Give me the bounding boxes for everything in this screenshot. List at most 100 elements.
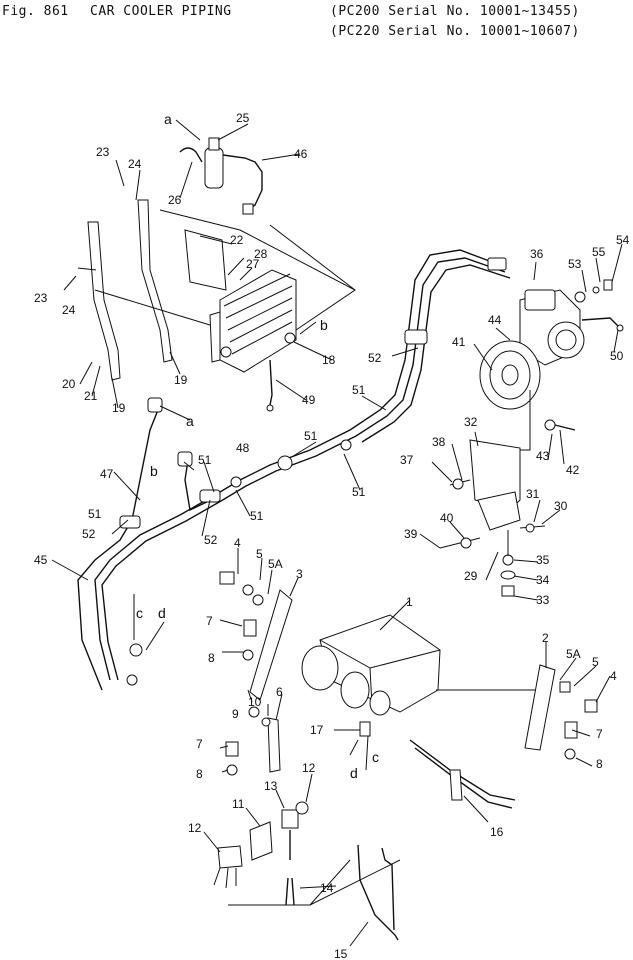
callout-47: 47 — [100, 467, 114, 481]
callout-24-upper: 24 — [128, 157, 142, 171]
evaporator-unit — [301, 614, 535, 737]
mounting-brackets-left — [219, 571, 293, 776]
callout-50: 50 — [610, 349, 624, 363]
bracket-19 — [87, 199, 227, 381]
connection-c-hose: c — [136, 605, 143, 621]
callout-5-left: 5 — [256, 547, 263, 561]
connection-a-top: a — [164, 111, 172, 127]
callout-52-c: 52 — [82, 527, 96, 541]
callout-9: 9 — [232, 707, 239, 721]
callout-13: 13 — [264, 779, 278, 793]
callout-18: 18 — [322, 353, 336, 367]
callout-21: 21 — [84, 389, 98, 403]
callout-7-lower: 7 — [196, 737, 203, 751]
callout-49: 49 — [302, 393, 316, 407]
callout-29: 29 — [464, 569, 478, 583]
callout-27: 27 — [246, 257, 260, 271]
electrical-parts — [213, 801, 401, 941]
callout-4-right: 4 — [610, 669, 617, 683]
callout-19-right: 19 — [174, 373, 188, 387]
connection-c-unit: c — [372, 749, 379, 765]
callout-11: 11 — [232, 797, 245, 811]
callout-6: 6 — [276, 685, 283, 699]
connection-b-upper: b — [320, 317, 328, 333]
callout-4-left: 4 — [234, 536, 241, 550]
connection-d-hose: d — [158, 605, 166, 621]
callout-8-upper: 8 — [208, 651, 215, 665]
callout-36: 36 — [530, 247, 544, 261]
callout-44: 44 — [488, 313, 502, 327]
callout-2: 2 — [542, 631, 549, 645]
callout-22: 22 — [230, 233, 244, 247]
callout-8-right: 8 — [596, 757, 603, 771]
callout-23-lower: 23 — [34, 291, 48, 305]
callout-54: 54 — [616, 233, 630, 247]
callout-35: 35 — [536, 553, 550, 567]
callout-10: 10 — [248, 695, 262, 709]
callout-31: 31 — [526, 487, 540, 501]
callout-52-b: 52 — [204, 533, 218, 547]
callout-38: 38 — [432, 435, 446, 449]
callout-15: 15 — [334, 947, 348, 960]
mounting-bracket-right — [524, 664, 598, 760]
callout-1: 1 — [406, 595, 413, 609]
callout-19-left: 19 — [112, 401, 126, 415]
callout-39: 39 — [404, 527, 418, 541]
connection-b-lower: b — [150, 463, 158, 479]
callout-labels: 1 2 3 4 4 5 5 5A 5A 6 7 7 7 8 8 8 9 10 1… — [34, 111, 630, 960]
callout-20: 20 — [62, 377, 76, 391]
callout-51-d: 51 — [250, 509, 264, 523]
connection-a-lower: a — [186, 413, 194, 429]
hose-bundle — [77, 249, 511, 691]
callout-8-lower: 8 — [196, 767, 203, 781]
callout-40: 40 — [440, 511, 454, 525]
serial-range-pc220: (PC220 Serial No. 10001~10607) — [330, 24, 580, 39]
callout-32: 32 — [464, 415, 478, 429]
callout-5-right: 5 — [592, 655, 599, 669]
condenser — [209, 269, 297, 412]
callout-7-upper: 7 — [206, 614, 213, 628]
callout-24-lower: 24 — [62, 303, 76, 317]
drain-duct — [409, 739, 516, 809]
callout-42: 42 — [566, 463, 580, 477]
callout-37: 37 — [400, 453, 414, 467]
callout-12-nut: 12 — [302, 761, 316, 775]
callout-25: 25 — [236, 111, 250, 125]
callout-12-relay: 12 — [188, 821, 202, 835]
callout-34: 34 — [536, 573, 550, 587]
callout-41: 41 — [452, 335, 466, 349]
callout-51-c: 51 — [352, 485, 366, 499]
callout-14: 14 — [320, 881, 334, 895]
callout-51-f: 51 — [88, 507, 102, 521]
callout-33: 33 — [536, 593, 550, 607]
callout-16: 16 — [490, 825, 504, 839]
callout-46: 46 — [294, 147, 308, 161]
callout-51-b: 51 — [304, 429, 318, 443]
leader-lines — [51, 119, 623, 947]
callout-17: 17 — [310, 723, 324, 737]
callout-30: 30 — [554, 499, 568, 513]
callout-45: 45 — [34, 553, 48, 567]
callout-5a-right: 5A — [566, 647, 581, 661]
connection-d-unit: d — [350, 765, 358, 781]
callout-51-e: 51 — [198, 453, 212, 467]
compressor-bracket — [439, 390, 576, 597]
figure-number: Fig. 861 — [2, 4, 69, 19]
callout-48: 48 — [236, 441, 250, 455]
callout-55: 55 — [592, 245, 606, 259]
callout-28: 28 — [254, 247, 268, 261]
callout-51-a: 51 — [352, 383, 366, 397]
callout-23-upper: 23 — [96, 145, 110, 159]
figure-title: CAR COOLER PIPING — [90, 4, 232, 19]
serial-range-pc200: (PC200 Serial No. 10001~13455) — [330, 4, 580, 19]
compressor — [479, 279, 624, 410]
callout-53: 53 — [568, 257, 582, 271]
callout-26: 26 — [168, 193, 182, 207]
callout-52-a: 52 — [368, 351, 382, 365]
callout-3: 3 — [296, 567, 303, 581]
callout-43: 43 — [536, 449, 550, 463]
receiver-dryer — [179, 137, 263, 215]
callout-5a-left: 5A — [268, 557, 283, 571]
